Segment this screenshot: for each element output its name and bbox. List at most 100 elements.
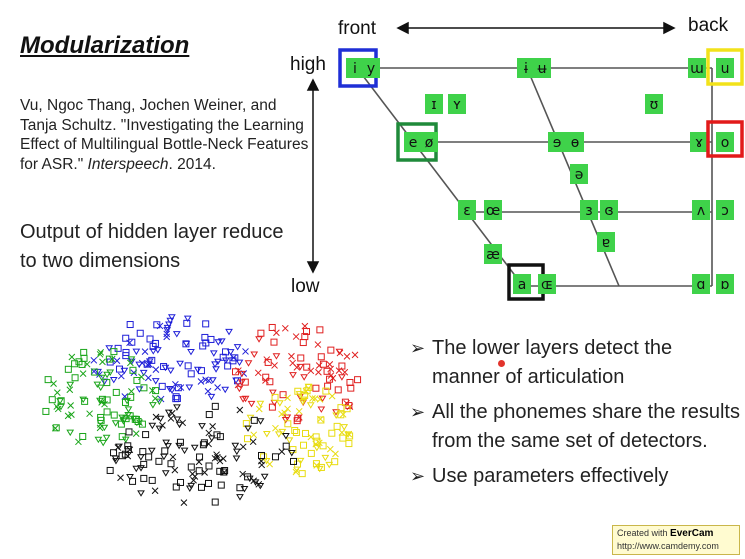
scatter-point [209, 423, 216, 430]
phoneme-2: y [362, 58, 380, 78]
scatter-point [190, 476, 197, 484]
phoneme-box [716, 58, 734, 78]
scatter-point [140, 460, 148, 468]
scatter-point [67, 402, 75, 409]
scatter-point [132, 430, 140, 437]
scatter-point [97, 374, 106, 382]
arrow-right-icon [663, 21, 676, 35]
phoneme-21: ʌ [692, 200, 710, 220]
scatter-point [221, 386, 230, 394]
watermark-line1: Created with [617, 528, 671, 538]
scatter-point [118, 452, 126, 460]
scatter-point [197, 367, 205, 375]
phoneme-box [716, 200, 734, 220]
phoneme-box [448, 94, 466, 114]
scatter-point [126, 473, 134, 481]
scatter-point [183, 319, 191, 327]
scatter-point [114, 444, 122, 451]
phoneme-highlight-frame [706, 48, 744, 86]
scatter-point [307, 367, 315, 375]
scatter-point [289, 372, 297, 379]
scatter-point [216, 467, 224, 475]
scatter-point [161, 447, 169, 455]
phoneme-box [420, 132, 438, 152]
scatter-point [176, 438, 184, 446]
scatter-point [193, 366, 202, 374]
scatter-point [96, 350, 104, 358]
scatter-point [148, 356, 156, 364]
scatter-point [234, 377, 242, 385]
scatter-point [163, 327, 172, 334]
scatter-point [163, 324, 172, 332]
scatter-point [172, 331, 181, 338]
scatter-point [216, 433, 224, 441]
phoneme-box [566, 132, 584, 152]
scatter-point [257, 329, 265, 337]
scatter-point [148, 476, 156, 484]
scatter-point [255, 480, 263, 488]
phoneme-18: œ [484, 200, 502, 220]
phoneme-16: ə [570, 164, 588, 184]
scatter-point [239, 443, 247, 451]
scatter-point [171, 466, 179, 474]
scatter-point [166, 367, 175, 375]
phoneme-13: ɵ [566, 132, 584, 152]
phoneme-box [517, 58, 535, 78]
scatter-point [138, 420, 146, 428]
scatter-point [237, 379, 246, 386]
bullet-text: All the phonemes share the results from … [432, 401, 740, 452]
scatter-point [297, 354, 305, 362]
scatter-point [160, 363, 168, 371]
scatter-point [260, 453, 268, 461]
phoneme-box [600, 200, 618, 220]
scatter-point [66, 429, 75, 437]
scatter-point [151, 487, 159, 495]
scatter-point [301, 333, 309, 341]
slide-title: Modularization [20, 32, 190, 59]
phoneme-box [716, 132, 734, 152]
scatter-point [42, 407, 50, 415]
scatter-point [250, 416, 258, 424]
phoneme-symbol: ʉ [538, 61, 547, 77]
scatter-point [264, 358, 272, 366]
phoneme-symbol: ɪ [431, 97, 436, 113]
scatter-point [244, 425, 252, 432]
scatter-point [155, 398, 164, 406]
phoneme-symbol: ø [425, 135, 434, 151]
scatter-point [122, 352, 130, 360]
scatter-point [236, 494, 244, 501]
phoneme-box [580, 200, 598, 220]
evercam-watermark[interactable]: Created with EverCam http://www.camdemy.… [612, 525, 740, 555]
phoneme-box [513, 274, 531, 294]
scatter-point [284, 394, 291, 402]
scatter-point [202, 339, 210, 347]
scatter-point [293, 467, 300, 474]
phoneme-box [692, 200, 710, 220]
scatter-point [256, 482, 265, 490]
scatter-point [285, 437, 294, 444]
scatter-point [172, 395, 180, 403]
phoneme-symbol: ɘ [553, 135, 562, 151]
scatter-point [241, 378, 249, 386]
phoneme-highlight-frame [706, 120, 744, 158]
scatter-point [205, 462, 213, 470]
scatter-point [165, 321, 173, 328]
scatter-point [80, 348, 88, 356]
scatter-point [79, 370, 87, 377]
phoneme-27: ɑ [692, 274, 710, 294]
scatter-point [208, 377, 217, 384]
scatter-point [198, 423, 206, 430]
scatter-point [124, 442, 132, 450]
scatter-point [207, 435, 216, 442]
scatter-point [295, 391, 304, 398]
scatter-point [332, 450, 339, 458]
scatter-point [167, 314, 176, 321]
scatter-point [211, 498, 219, 506]
scatter-point [333, 422, 341, 430]
scatter-point [122, 334, 130, 342]
phoneme-6: u [716, 58, 734, 78]
phoneme-symbol: ɵ [571, 135, 580, 151]
scatter-point [224, 362, 232, 370]
scatter-point [140, 384, 148, 392]
scatter-point [231, 442, 240, 450]
